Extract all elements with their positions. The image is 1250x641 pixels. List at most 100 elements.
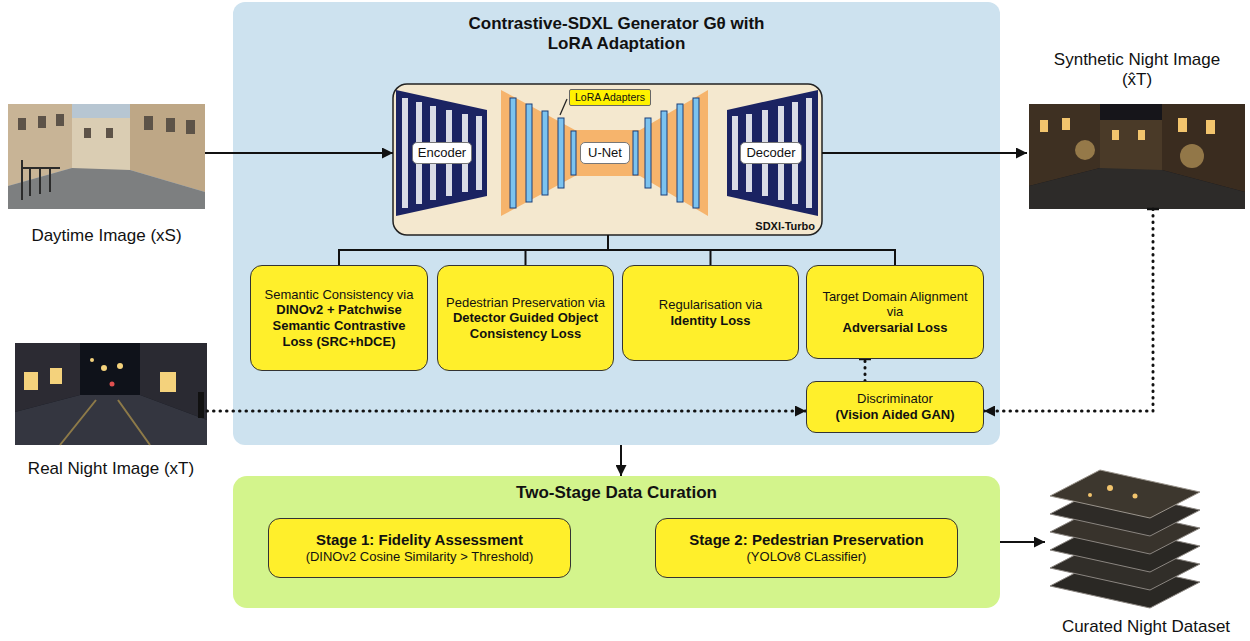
encoder-body [396,90,487,216]
loss-box: Semantic Consistency viaDINOv2 + Patchwi… [250,265,428,371]
decoder-shape [727,90,818,216]
discriminator-box: Discriminator(Vision Aided GAN) [806,381,984,433]
node-heading: Target Domain Alignment via [814,289,976,320]
node-heading: Curated Night Dataset [1062,617,1230,637]
shop-light [24,372,38,390]
street-light [1075,140,1095,160]
real-night-photo [15,343,207,445]
node-heading: Synthetic Night Image (x̂T) [1037,50,1237,91]
node-heading: Regularisation via [659,297,762,313]
decoder-body [727,90,818,216]
lora-bar [693,98,699,208]
generator-panel-fill [233,2,1000,445]
decoder-label: Decoder [740,142,802,164]
lora-bar [526,104,532,202]
stage-box: Stage 1: Fidelity Assessment(DINOv2 Cosi… [268,518,571,578]
window [56,114,64,126]
loss-box: Regularisation viaIdentity Loss [622,265,799,361]
node-heading: Stage 1: Fidelity Assessment [316,531,523,549]
lit-window [1138,130,1145,140]
lora-bar [571,131,576,175]
street-light [1180,144,1204,168]
node-body: (Vision Aided GAN) [835,407,954,423]
lit-window [1178,118,1187,132]
dotted-connector [984,209,1153,411]
road [1029,168,1245,209]
encoder-shape [396,90,487,216]
light-dot [1133,494,1138,499]
stage-box: Stage 2: Pedestrian Preservation(YOLOv8 … [655,518,958,578]
dataset-stack-icon [1050,470,1200,608]
image-node: Real Night Image (xT) [15,343,207,479]
connector [526,235,609,265]
connector [822,152,1027,154]
node-body: (YOLOv8 CLassifier) [747,549,867,565]
synthetic-night-photo [1029,104,1245,209]
node-heading: Real Night Image (xT) [28,459,194,479]
window [84,128,91,138]
lit-window [1112,130,1119,140]
layer-bar [476,116,482,190]
window [18,118,26,130]
lora-tag: LoRA Adapters [569,89,651,106]
lit-window [1062,118,1070,130]
node-heading: Pedestrian Preservation via [446,295,605,311]
sky [15,343,207,445]
gate [22,160,60,200]
lit-window [1206,120,1215,134]
window [38,116,46,128]
loss-box: Target Domain Alignment viaAdversarial L… [806,265,984,359]
shop-light [50,368,62,384]
lamp [117,363,123,369]
tail-light [110,382,115,387]
layer-bar [732,116,738,190]
node-heading: Two-Stage Data Curation [516,483,717,503]
light-dot [1088,493,1092,497]
lit-window [1040,120,1048,132]
building [1100,120,1162,170]
reflection [60,400,150,445]
window [186,120,195,134]
node-heading: Discriminator [857,391,933,407]
window [144,116,153,130]
daytime-photo [8,104,205,209]
road [8,168,205,209]
building [72,118,130,170]
pedestrian [198,392,204,418]
node-body: Identity Loss [670,313,750,329]
lamp [90,358,94,362]
node-heading: Daytime Image (xS) [31,226,181,246]
image-node: Synthetic Night Image (x̂T) [1027,50,1247,209]
loss-box: Pedestrian Preservation viaDetector Guid… [437,265,614,371]
node-heading: Stage 2: Pedestrian Preservation [689,531,923,549]
node-heading: U-Net [588,145,622,161]
unet-body [501,90,708,216]
unet-shape [501,90,708,216]
node-heading: LoRA Adapters [575,91,645,104]
node-heading: Decoder [746,145,795,161]
curation-panel-fill [233,476,1000,608]
encoder-label: Encoder [412,142,472,164]
window [166,118,175,132]
node-body: Adversarial Loss [843,320,948,336]
image-node: Curated Night Dataset [1045,462,1247,637]
model-box-fill [393,84,822,235]
sky [8,104,205,209]
lamp [101,365,107,371]
road [15,395,207,445]
lora-bar [633,131,638,175]
layer-bar [806,98,812,208]
stack-layer [1050,470,1200,518]
layer-bar [402,98,408,208]
sky [1029,104,1245,209]
lora-bar [677,104,683,202]
lora-bar [510,98,516,208]
curation-panel: Two-Stage Data CurationStage 1: Fidelity… [233,476,1000,608]
node-heading: Semantic Consistency via [265,287,414,303]
model-box: SDXl-TurboLoRA AdaptersEncoderU-NetDecod… [393,84,822,235]
connector [1000,541,1045,543]
light-dot [1107,485,1113,491]
node-body: (DINOv2 Cosine Similarity > Threshold) [306,549,534,565]
lora-bar [542,111,548,195]
lora-bar [661,111,667,195]
